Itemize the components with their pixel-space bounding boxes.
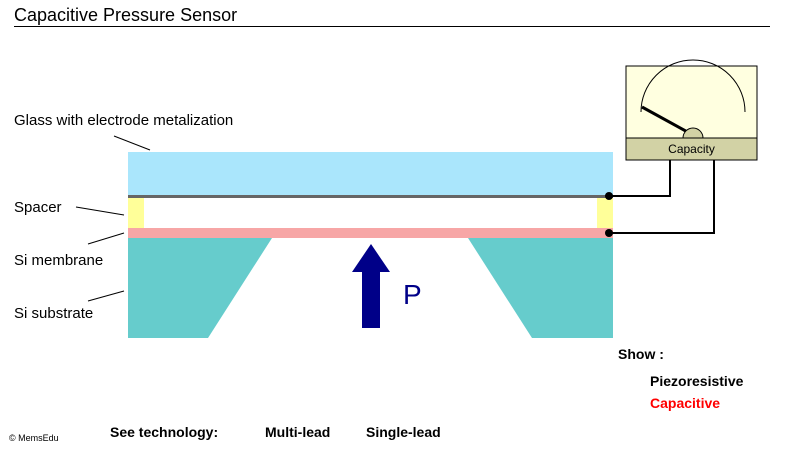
pressure-label: P [403, 279, 422, 310]
contact-bottom [605, 229, 613, 237]
label-membrane: Si membrane [14, 252, 104, 269]
technology-multi-lead-link[interactable]: Multi-lead [265, 424, 331, 440]
meter-needle [641, 105, 694, 137]
si-membrane [128, 228, 613, 238]
show-title: Show : [618, 346, 664, 362]
label-substrate: Si substrate [14, 305, 94, 322]
spacer-leader [75, 206, 125, 216]
meter-scale [640, 59, 746, 113]
glass-leader [113, 135, 151, 151]
page-title: Capacitive Pressure Sensor [14, 5, 238, 25]
label-glass: Glass with electrode metalization [14, 112, 234, 129]
wire-bottom [609, 160, 715, 234]
si-substrate [128, 238, 272, 338]
pressure-arrow-icon [352, 244, 390, 328]
technology-single-lead-link[interactable]: Single-lead [366, 424, 441, 440]
meter-label: Capacity [668, 142, 715, 156]
wire-top [609, 160, 671, 197]
spacer-right [597, 198, 613, 228]
capacity-meter [625, 59, 758, 161]
si-substrate-right [468, 238, 613, 338]
show-option-piezoresistive[interactable]: Piezoresistive [650, 373, 744, 389]
spacer-left [128, 198, 144, 228]
glass-plate [128, 152, 613, 195]
meter-pivot [682, 127, 704, 139]
title-divider [14, 26, 770, 27]
label-spacer: Spacer [14, 199, 62, 216]
contact-top [605, 192, 613, 200]
copyright-notice: © MemsEdu [9, 433, 59, 443]
electrode [128, 195, 613, 198]
show-option-capacitive[interactable]: Capacitive [650, 395, 721, 411]
membrane-leader [87, 232, 125, 245]
substrate-leader [87, 290, 125, 302]
see-technology-label: See technology: [110, 424, 219, 440]
